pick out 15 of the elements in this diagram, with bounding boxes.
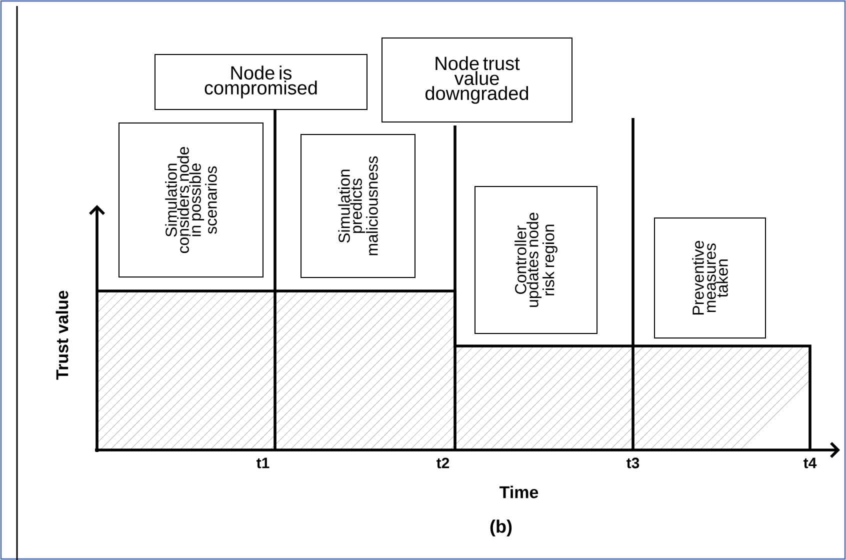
text-box: Simulation considers node in possible scenarios <box>118 122 264 278</box>
text-box: Controller updates node risk region <box>474 186 598 334</box>
axis-label: Trust value <box>56 290 68 380</box>
leader-line <box>454 126 456 450</box>
text-box: Simulation predicts maliciousness <box>300 134 416 278</box>
leader-line <box>274 110 276 450</box>
tick-label: t3 <box>626 458 640 468</box>
text-box: Preventive measures taken <box>654 218 766 338</box>
text-box: Node trust value downgraded <box>382 38 572 122</box>
text-box: Node is compromised <box>154 54 368 110</box>
axis-label: Time <box>500 486 538 498</box>
tick-label: t1 <box>256 458 270 468</box>
caption: (b) <box>490 520 512 536</box>
tick-label: t2 <box>436 458 450 468</box>
tick-label: t4 <box>804 458 817 468</box>
